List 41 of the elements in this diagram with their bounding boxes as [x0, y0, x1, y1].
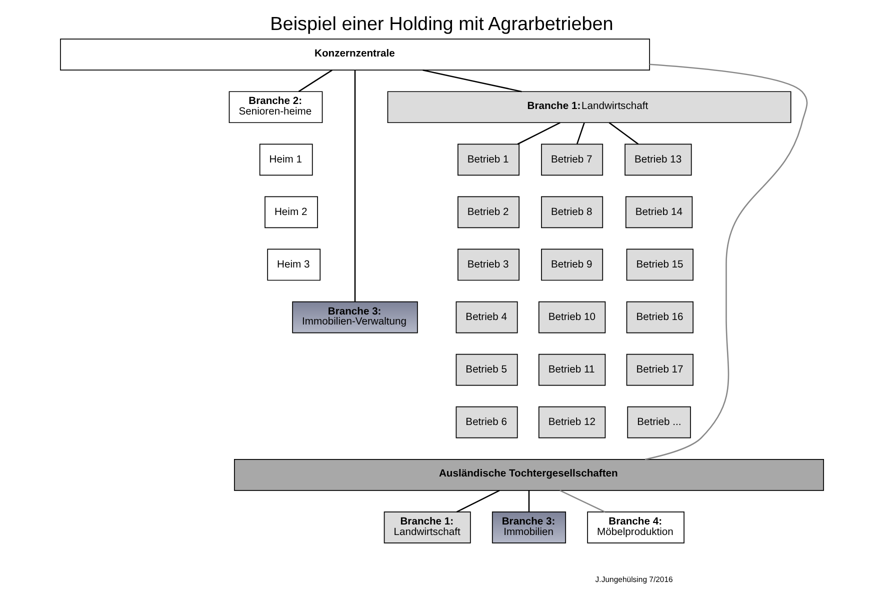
label: J.Jungehülsing 7/2016: [595, 574, 673, 584]
node-box: Betrieb 11: [538, 354, 606, 386]
connector: [517, 122, 560, 145]
node-box: Branche 4: Möbelproduktion: [587, 512, 684, 544]
diagram-title: Beispiel einer Holding mit Agrarbetrieben: [270, 14, 614, 36]
node-box: Branche 3: Immobilien-Verwaltung: [292, 301, 418, 334]
connector: [560, 490, 606, 512]
node-box: Heim 2: [264, 196, 318, 228]
connector: [644, 64, 808, 460]
node-box: Betrieb 14: [625, 196, 693, 228]
node-box: Branche 1: Landwirtschaft: [384, 512, 471, 544]
node-box: Betrieb 8: [541, 196, 604, 228]
node-box: Heim 1: [259, 144, 313, 176]
node-box: Konzernzentrale: [60, 38, 650, 71]
node-box: Betrieb 13: [624, 144, 692, 176]
node-box: Betrieb 2: [458, 196, 520, 228]
node-box: Branche 3: Immobilien: [492, 512, 566, 544]
node-box: Betrieb 9: [541, 248, 604, 281]
connector: [354, 70, 356, 302]
node-box: Betrieb 15: [626, 248, 694, 281]
connector: [422, 70, 522, 92]
node-box: Betrieb 10: [538, 301, 606, 334]
node-box: Branche 1:Landwirtschaft: [387, 91, 792, 124]
node-box: Branche 2: Senioren-heime: [228, 91, 323, 124]
node-box: Betrieb 12: [538, 406, 606, 438]
node-box: Betrieb 6: [456, 406, 518, 438]
node-box: Betrieb 17: [626, 354, 694, 386]
node-box: Ausländische Tochtergesellschaften: [234, 458, 824, 491]
node-box: Betrieb 4: [456, 301, 518, 334]
connector: [456, 490, 500, 512]
node-box: Betrieb 16: [626, 301, 694, 334]
connector: [576, 122, 585, 144]
connector: [298, 70, 332, 92]
node-box: Betrieb 7: [541, 144, 604, 176]
node-box: Betrieb 1: [458, 144, 520, 176]
connector: [608, 122, 639, 145]
node-box: Betrieb ...: [627, 406, 691, 438]
connector: [528, 490, 530, 512]
node-box: Betrieb 5: [456, 354, 518, 386]
node-box: Heim 3: [267, 248, 321, 281]
node-box: Betrieb 3: [458, 248, 520, 281]
